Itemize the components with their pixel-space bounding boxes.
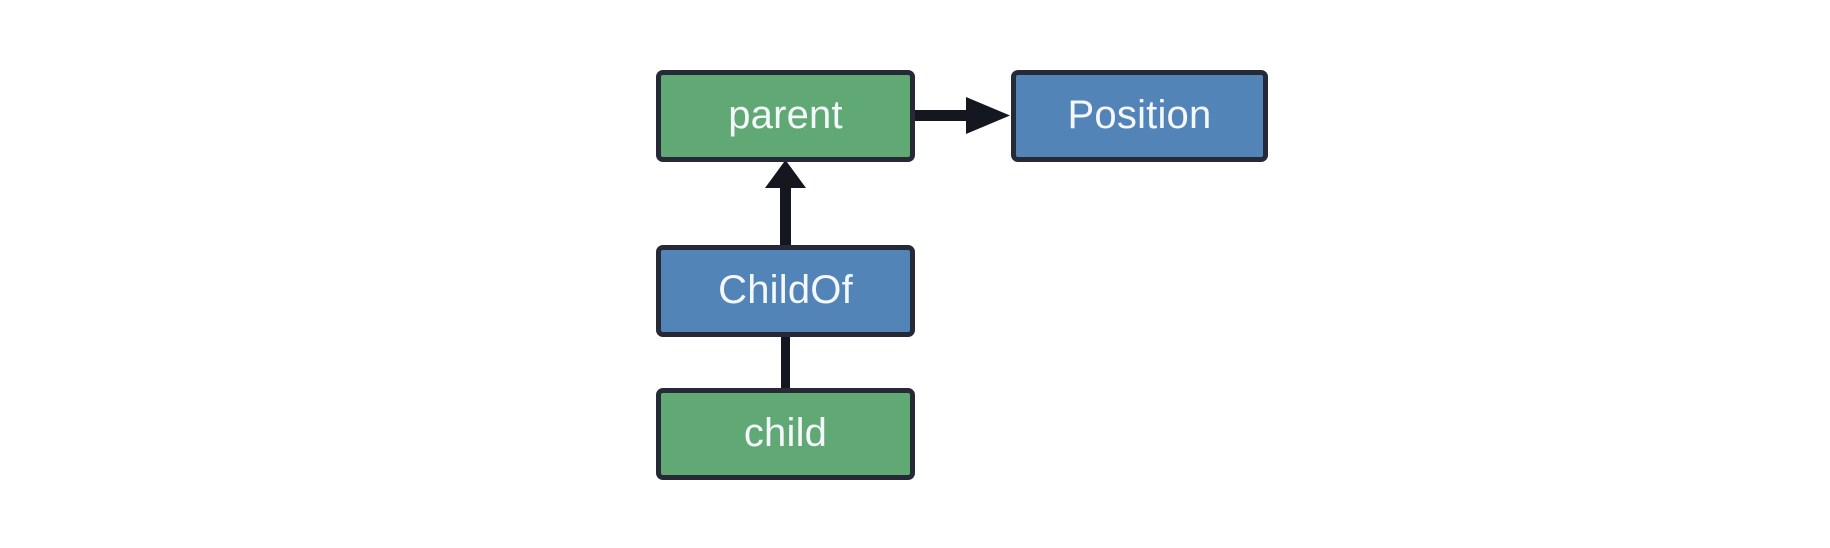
node-childof-label: ChildOf xyxy=(718,268,853,312)
node-childof[interactable]: ChildOf xyxy=(656,245,915,337)
node-parent[interactable]: parent xyxy=(656,70,915,162)
node-position-label: Position xyxy=(1067,93,1212,137)
node-position[interactable]: Position xyxy=(1011,70,1268,162)
edge-child-to-childof xyxy=(781,336,790,389)
node-child[interactable]: child xyxy=(656,388,915,480)
node-parent-label: parent xyxy=(728,93,843,137)
edge-parent-to-position xyxy=(913,97,1010,134)
node-child-label: child xyxy=(743,411,828,455)
edge-childof-to-parent xyxy=(765,160,806,247)
